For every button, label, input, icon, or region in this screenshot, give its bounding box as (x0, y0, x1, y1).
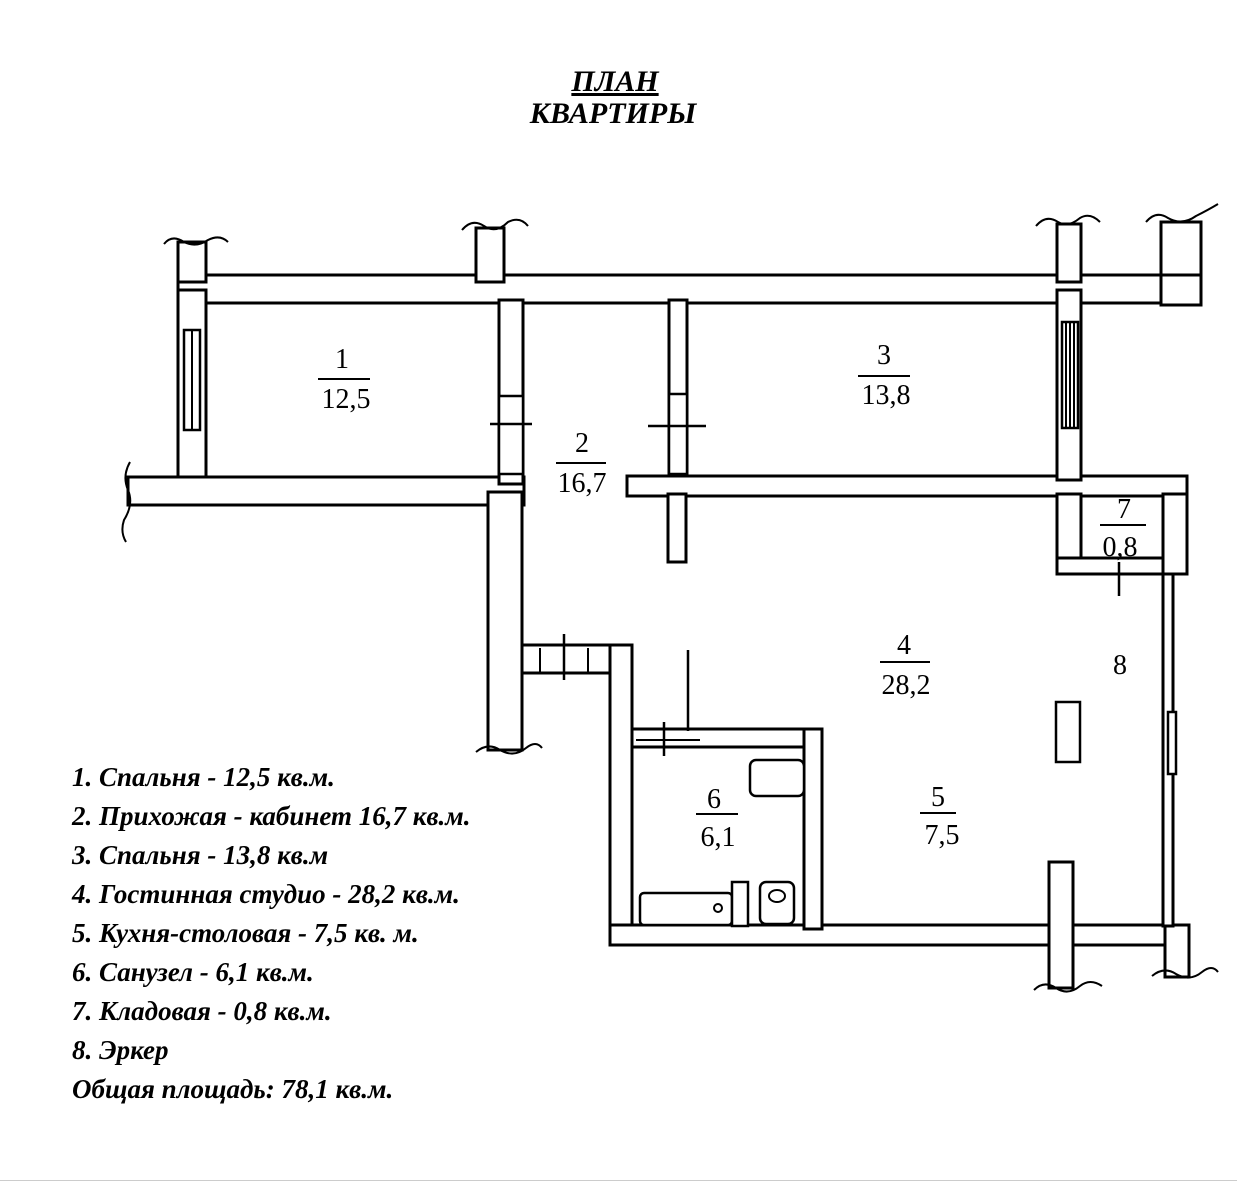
wall-corridor-left (486, 490, 524, 752)
door-room3 (667, 392, 689, 476)
plan-title-line-1: ПЛАН (571, 65, 659, 98)
bay-window-frame (1166, 710, 1178, 776)
bottom-divider (0, 1180, 1237, 1181)
doors (490, 392, 1121, 756)
svg-text:13,8: 13,8 (862, 380, 911, 411)
room-label-5: 5 7,5 (920, 782, 960, 851)
wall-bathroom-left (608, 643, 634, 947)
sink-icon (748, 758, 806, 798)
room-label-8: 8 (1113, 650, 1127, 681)
room-label-7: 7 0,8 (1100, 494, 1146, 563)
room-label-6: 6 6,1 (696, 784, 738, 853)
fixtures (638, 700, 1082, 928)
wall-stub-below-partition (666, 492, 688, 564)
legend-item: 6. Санузел - 6,1 кв.м. (72, 957, 314, 987)
svg-text:8: 8 (1113, 650, 1127, 681)
plan-title-line-2: КВАРТИРЫ (529, 97, 697, 130)
wall-stub-bottom-mid (1047, 860, 1075, 990)
svg-text:2: 2 (575, 428, 589, 459)
svg-text:0,8: 0,8 (1103, 532, 1138, 563)
svg-text:28,2: 28,2 (882, 670, 931, 701)
svg-text:1: 1 (335, 344, 349, 375)
room-label-4: 4 28,2 (880, 630, 931, 701)
legend-item: 7. Кладовая - 0,8 кв.м. (72, 996, 332, 1026)
wall-storage-right (1161, 492, 1189, 576)
windows (182, 320, 1080, 432)
svg-text:12,5: 12,5 (322, 384, 371, 415)
break-marks (121, 203, 1219, 993)
wall-right-top (1159, 273, 1203, 307)
legend-item: 3. Спальня - 13,8 кв.м (72, 840, 329, 870)
svg-text:6: 6 (707, 784, 721, 815)
svg-text:6,1: 6,1 (701, 822, 736, 853)
svg-text:7: 7 (1117, 494, 1131, 525)
svg-text:7,5: 7,5 (925, 820, 960, 851)
legend-total: Общая площадь: 78,1 кв.м. (72, 1074, 394, 1104)
wall-stub-top-right (1055, 222, 1083, 284)
kitchen-column-icon (1054, 700, 1082, 764)
svg-text:3: 3 (877, 340, 891, 371)
room-label-3: 3 13,8 (858, 340, 911, 411)
bathtub-end-icon (730, 880, 750, 928)
door-room1 (497, 394, 525, 476)
wall-bottom-room3 (625, 474, 1189, 498)
wall-top-exterior (176, 273, 1202, 305)
wall-stub-top-far-right (1159, 220, 1203, 284)
legend-item: 1. Спальня - 12,5 кв.м. (72, 762, 335, 792)
legend-item: 5. Кухня-столовая - 7,5 кв. м. (72, 918, 419, 948)
wall-bottom-exterior (608, 923, 1190, 947)
wall-bottom-room1 (126, 475, 526, 507)
wall-stub-bottom-right (1163, 923, 1191, 979)
wall-bathroom-right (802, 727, 824, 931)
wall-stub-top-left (176, 240, 208, 284)
legend-item: 2. Прихожая - кабинет 16,7 кв.м. (72, 801, 471, 831)
wall-stub-top-mid (474, 226, 506, 284)
bathtub-icon (638, 891, 734, 927)
room-legend: 1. Спальня - 12,5 кв.м. 2. Прихожая - ка… (72, 758, 471, 1109)
svg-text:16,7: 16,7 (558, 468, 607, 499)
room-label-1: 1 12,5 (318, 344, 371, 415)
room-label-2: 2 16,7 (556, 428, 607, 499)
wall-bathroom-top (630, 727, 824, 749)
svg-text:4: 4 (897, 630, 911, 661)
legend-item: 8. Эркер (72, 1035, 169, 1065)
svg-text:5: 5 (931, 782, 945, 813)
legend-item: 4. Гостинная студио - 28,2 кв.м. (72, 879, 460, 909)
room-labels: 1 12,5 2 16,7 3 13,8 4 28,2 5 7,5 6 6,1 (318, 340, 1146, 853)
